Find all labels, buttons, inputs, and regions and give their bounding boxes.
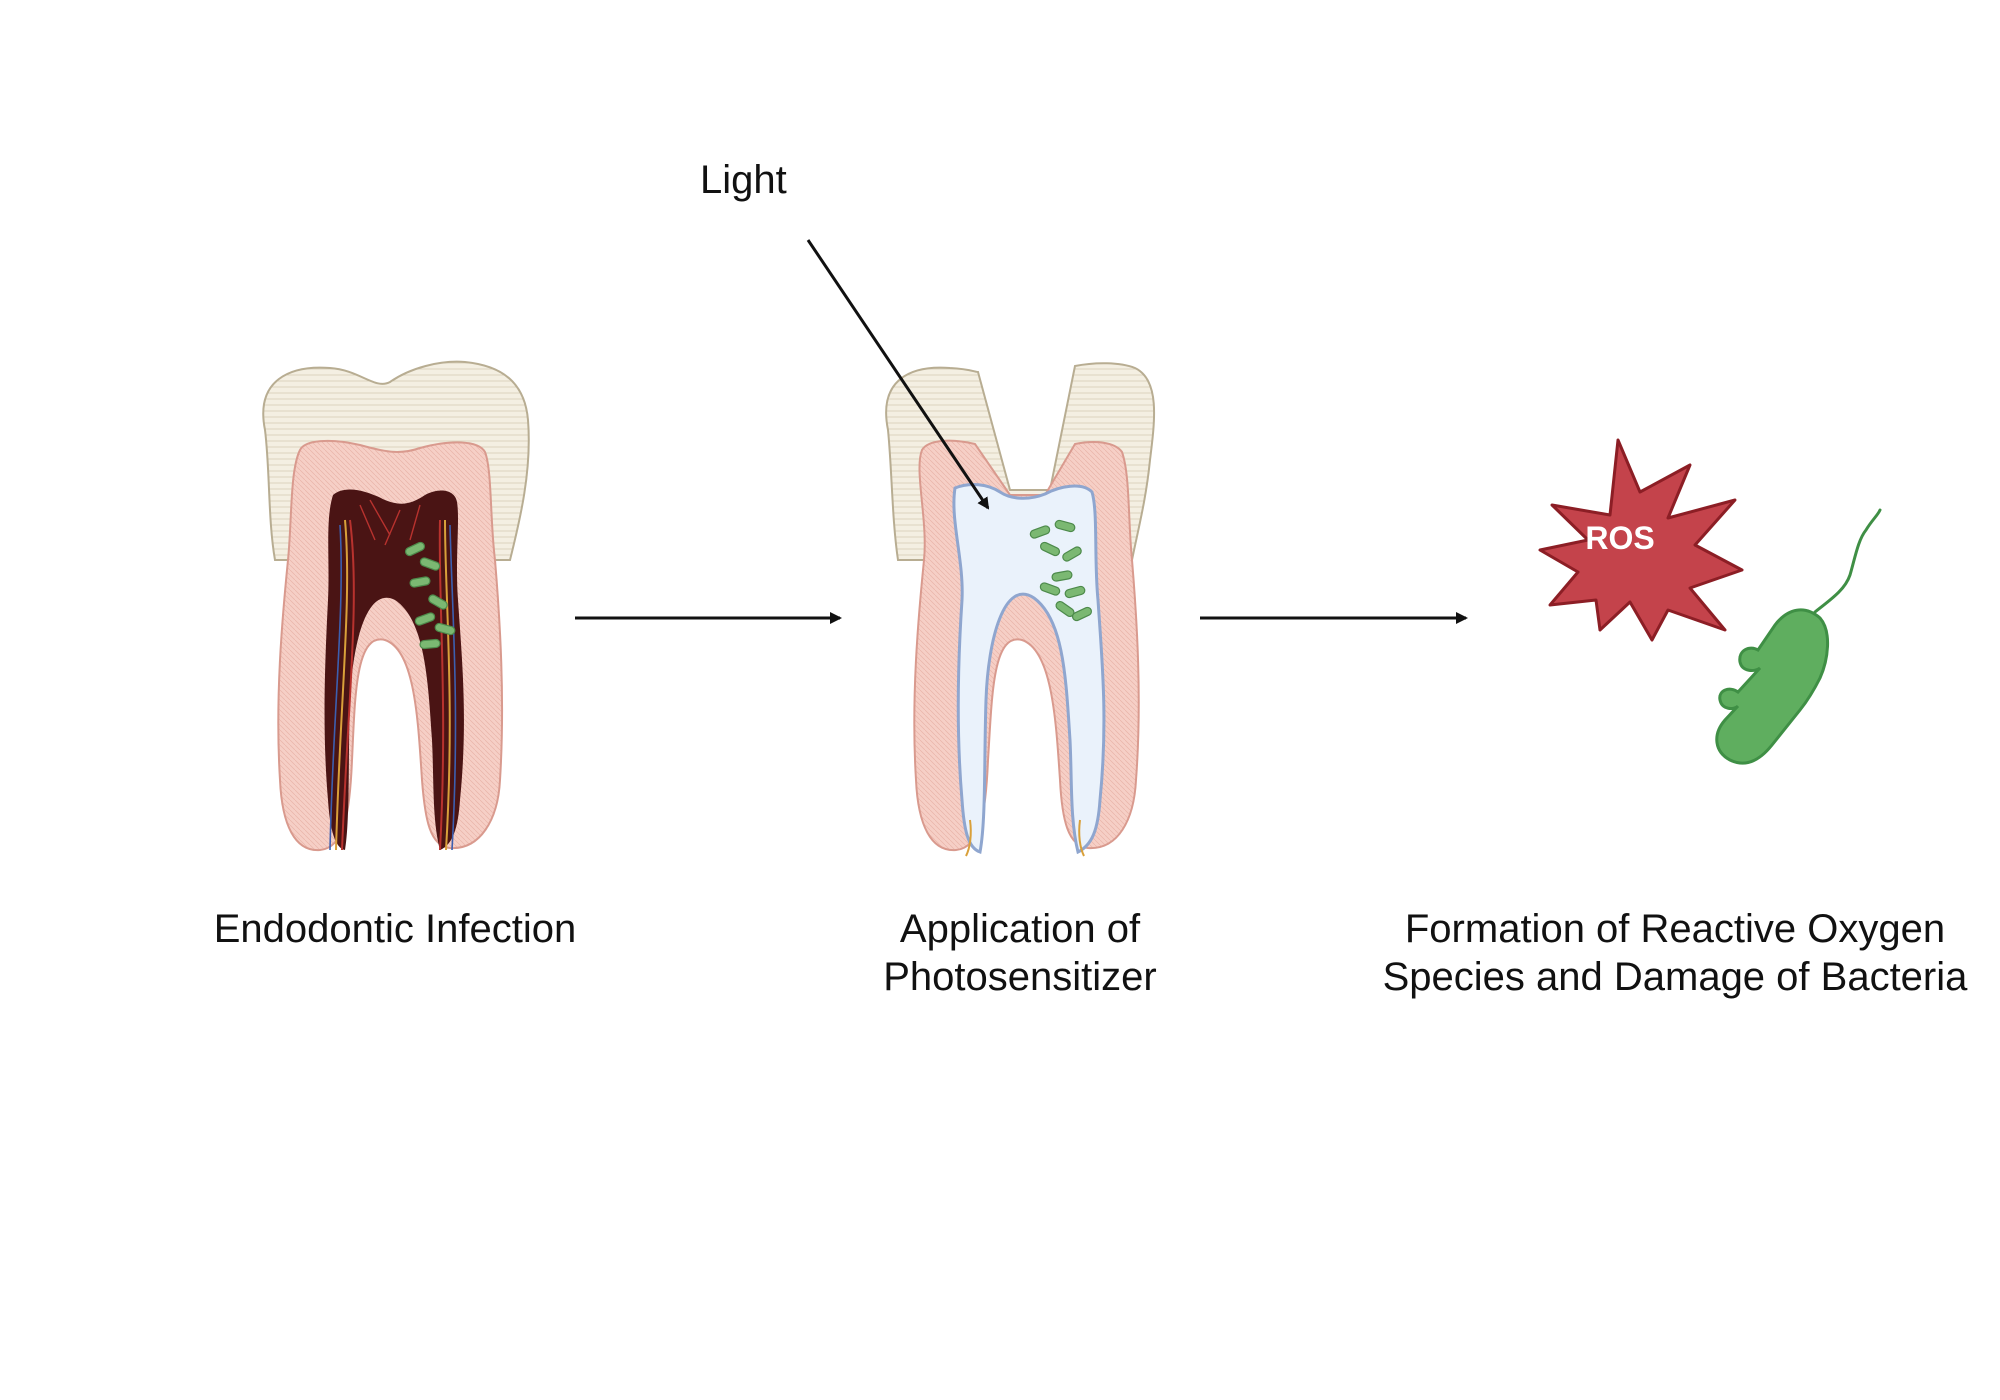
infected-tooth-icon — [262, 360, 530, 852]
step2-caption-line2: Photosensitizer — [883, 955, 1157, 999]
bacterium-body — [1715, 608, 1830, 765]
step3-caption: Formation of Reactive Oxygen Species and… — [1360, 905, 1990, 1001]
tooth1-bacteria — [404, 541, 456, 650]
step3-caption-line1: Formation of Reactive Oxygen — [1404, 907, 1946, 951]
step3-caption-line2: Species and Damage of Bacteria — [1382, 955, 1968, 999]
bacterium-flagellum — [1813, 508, 1882, 614]
photosensitizer-tooth-icon — [885, 362, 1156, 857]
ros-burst-icon — [1538, 438, 1744, 642]
step2-caption: Application of Photosensitizer — [820, 905, 1220, 1001]
step1-caption-line1: Endodontic Infection — [213, 907, 577, 951]
light-arrow — [806, 239, 990, 510]
step1-caption: Endodontic Infection — [195, 905, 595, 953]
damaged-bacterium-icon — [1715, 508, 1882, 765]
tooth2-photosensitizer — [952, 483, 1106, 855]
ros-label: ROS — [1585, 520, 1655, 556]
step2-caption-line1: Application of — [899, 907, 1141, 951]
tooth2-bacteria — [1029, 519, 1093, 622]
light-label: Light — [700, 158, 787, 202]
